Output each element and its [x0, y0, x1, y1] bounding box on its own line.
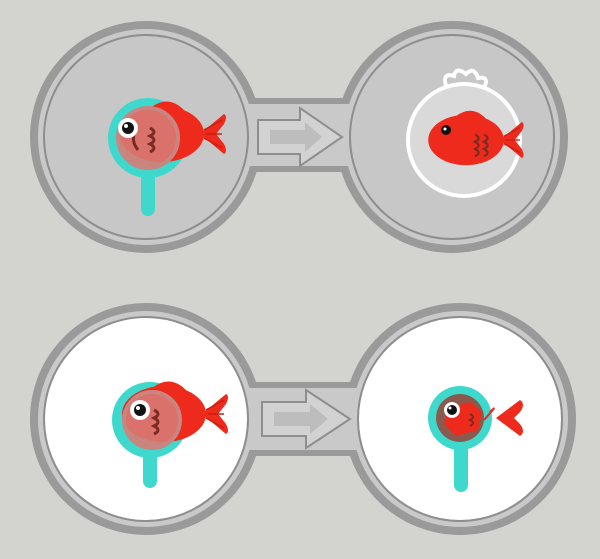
fish-eye-icon — [130, 400, 150, 420]
fish-eye-icon — [118, 118, 138, 138]
puzzle-top — [30, 21, 568, 253]
fish-eye-icon — [444, 402, 460, 418]
magnifier-lens-icon — [118, 108, 178, 168]
magnifier-lens-icon — [124, 392, 180, 448]
puzzle-bottom — [30, 303, 576, 535]
fish-eye-icon — [441, 125, 451, 135]
